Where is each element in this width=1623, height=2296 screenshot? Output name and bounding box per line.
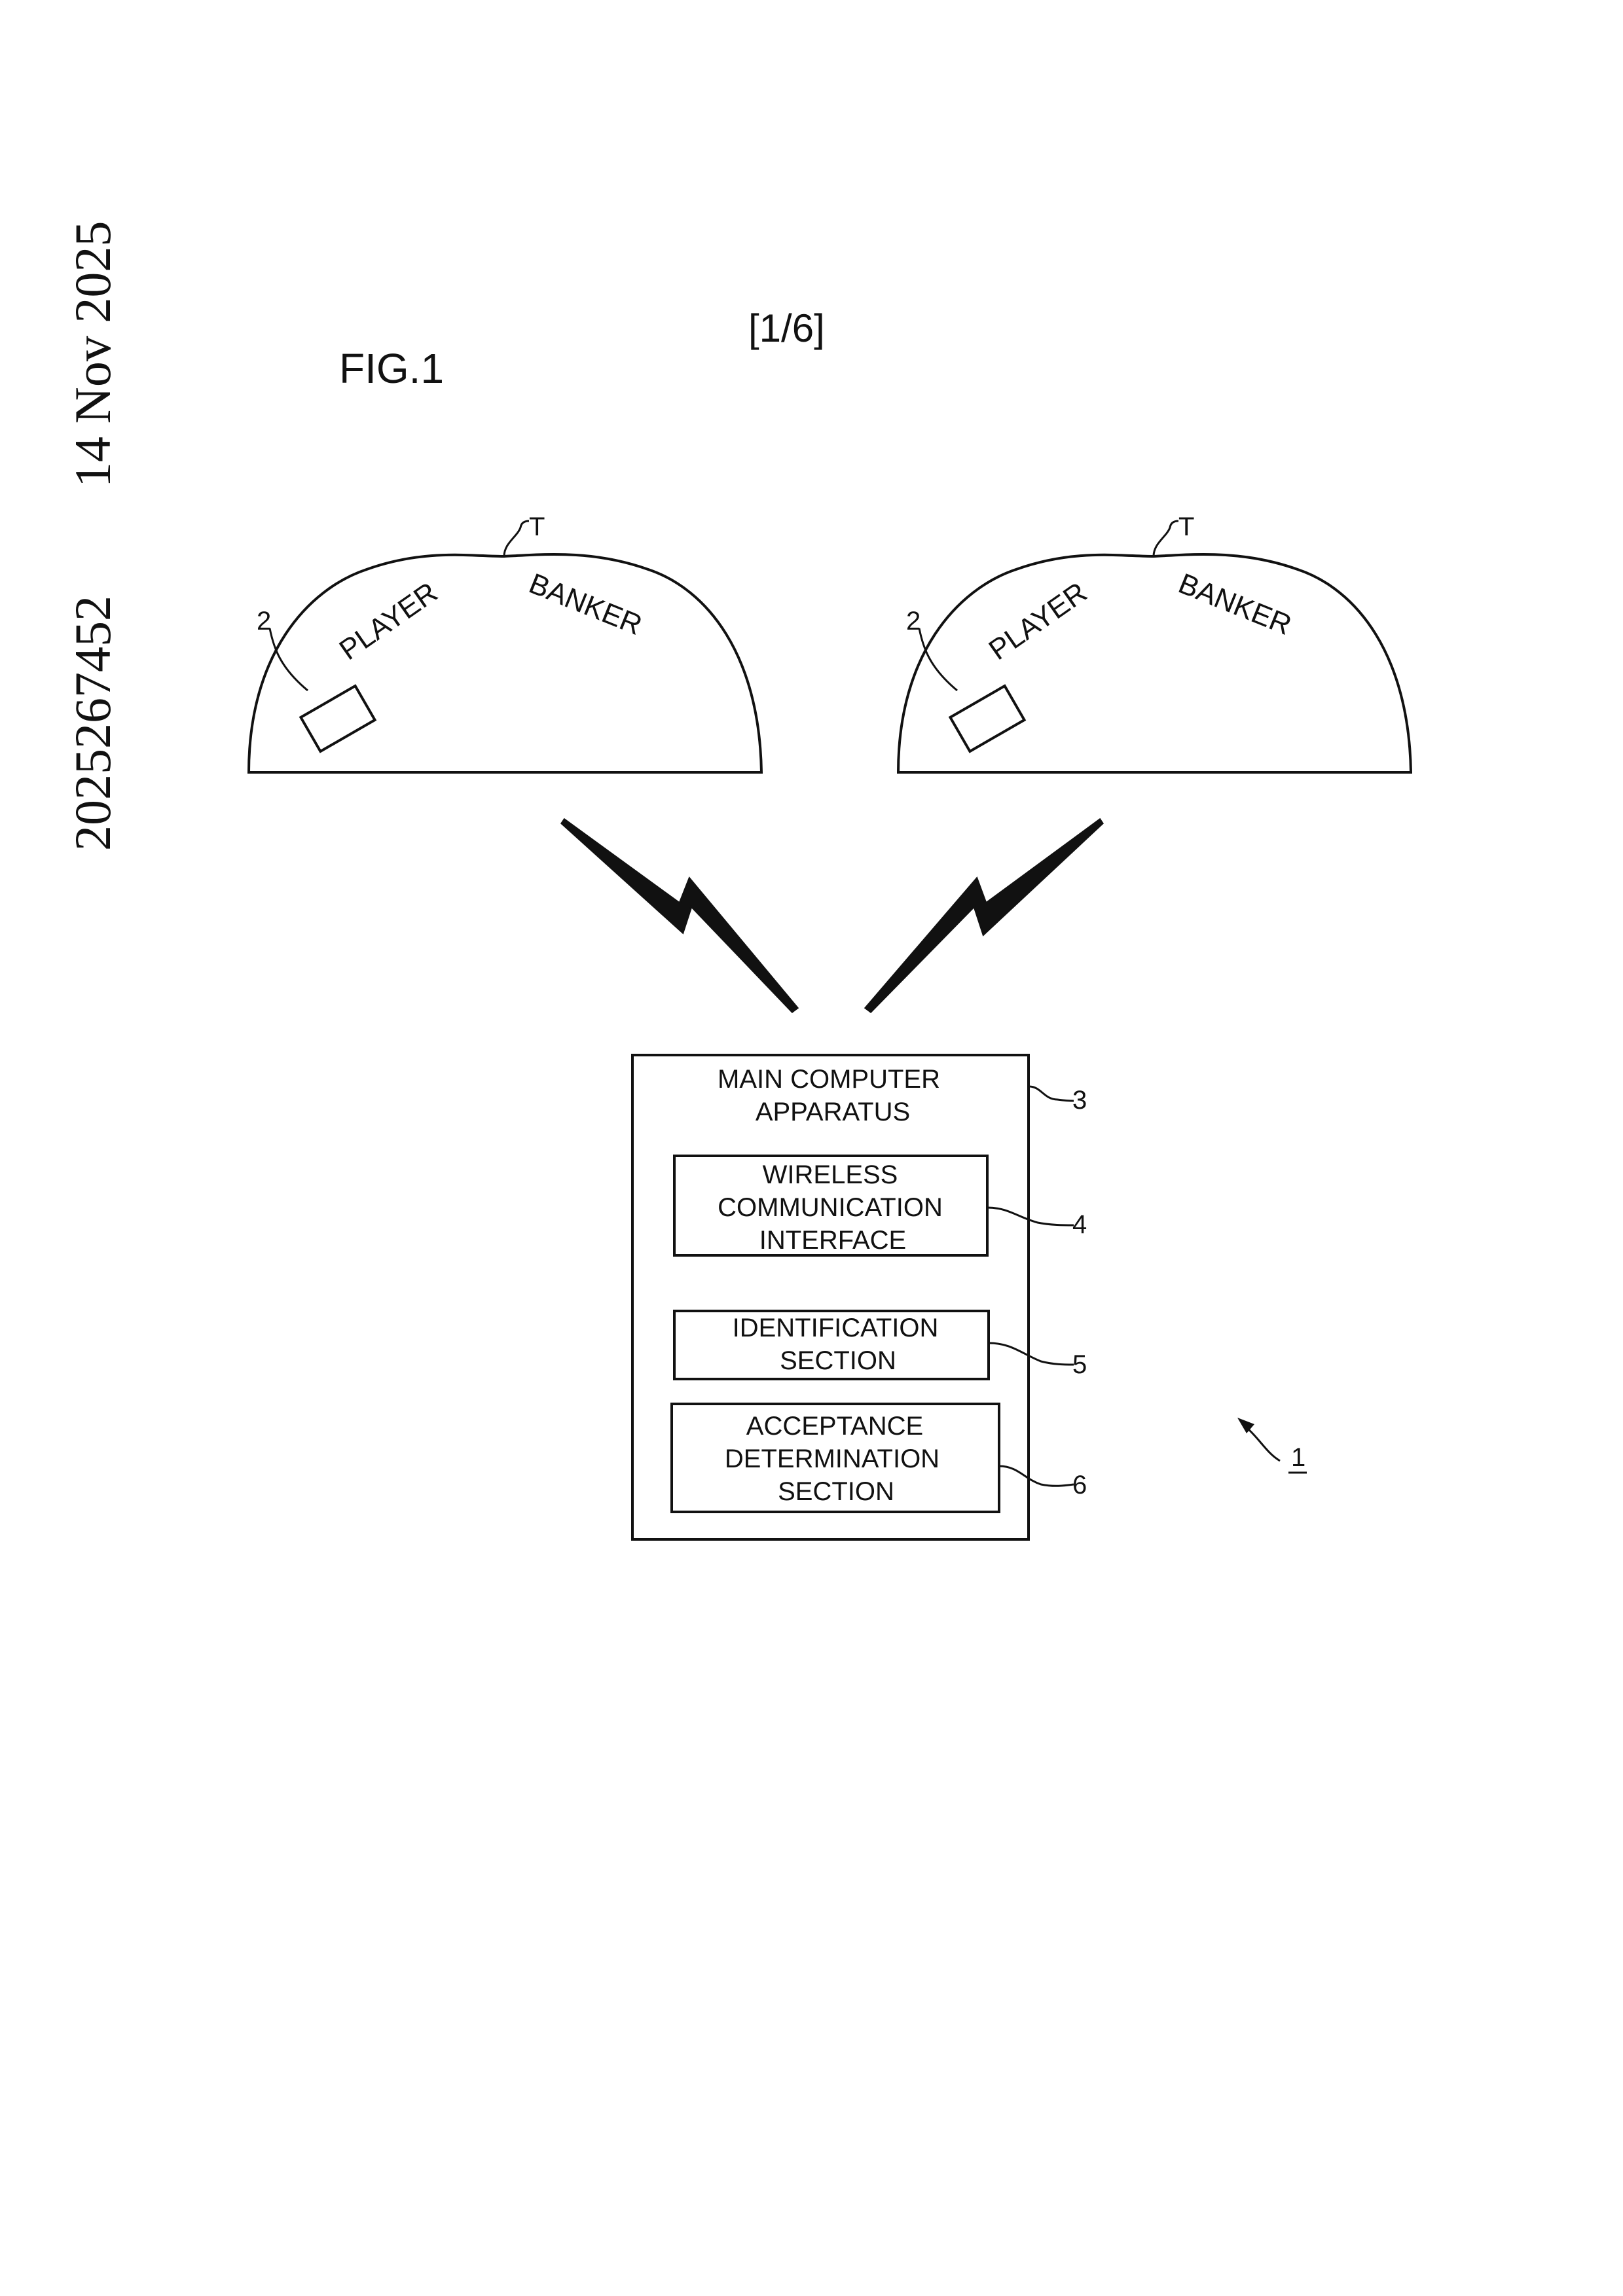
acceptance-section-line2: DETERMINATION bbox=[725, 1444, 939, 1473]
figure-label: FIG.1 bbox=[339, 345, 444, 392]
wireless-interface-line2: COMMUNICATION bbox=[718, 1193, 943, 1222]
wireless-interface-ref: 4 bbox=[1072, 1210, 1087, 1239]
identification-section-ref: 5 bbox=[1072, 1350, 1087, 1379]
wireless-signal-left-icon bbox=[562, 819, 797, 1012]
acceptance-section-line3: SECTION bbox=[778, 1477, 894, 1506]
player-label-right: PLAYER bbox=[983, 576, 1093, 666]
apparatus-title-line2: APPARATUS bbox=[756, 1098, 910, 1126]
arrow-head-icon bbox=[1237, 1418, 1254, 1433]
acceptance-section-ref: 6 bbox=[1072, 1471, 1087, 1499]
page-counter: [1/6] bbox=[748, 306, 825, 350]
filing-date: 14 Nov 2025 bbox=[64, 221, 121, 488]
identification-section-line2: SECTION bbox=[780, 1346, 896, 1375]
application-number: 2025267452 bbox=[64, 596, 121, 851]
gaming-table-right: T PLAYER BANKER 2 bbox=[898, 512, 1411, 772]
wireless-interface-line1: WIRELESS bbox=[763, 1160, 898, 1189]
banker-label-left: BANKER bbox=[524, 567, 646, 641]
system-ref-indicator: 1 bbox=[1237, 1418, 1307, 1473]
identification-section-line1: IDENTIFICATION bbox=[733, 1314, 939, 1342]
wireless-interface-line3: INTERFACE bbox=[759, 1226, 906, 1255]
wireless-signal-right-icon bbox=[866, 819, 1103, 1012]
system-ref: 1 bbox=[1291, 1443, 1305, 1472]
terminal-ref-right: 2 bbox=[906, 607, 921, 636]
acceptance-section-line1: ACCEPTANCE bbox=[746, 1412, 923, 1441]
terminal-ref-left: 2 bbox=[257, 607, 271, 636]
apparatus-ref: 3 bbox=[1072, 1086, 1087, 1115]
table-ref-left: T bbox=[529, 512, 545, 541]
apparatus-title-line1: MAIN COMPUTER bbox=[718, 1065, 940, 1094]
gaming-table-left: T PLAYER BANKER 2 bbox=[249, 512, 761, 772]
player-terminal-left bbox=[301, 686, 374, 751]
main-computer-apparatus: MAIN COMPUTER APPARATUS 3 WIRELESS COMMU… bbox=[632, 1055, 1087, 1539]
player-terminal-right bbox=[950, 686, 1024, 751]
banker-label-right: BANKER bbox=[1174, 567, 1296, 641]
table-ref-right: T bbox=[1178, 512, 1194, 541]
player-label-left: PLAYER bbox=[334, 576, 444, 666]
